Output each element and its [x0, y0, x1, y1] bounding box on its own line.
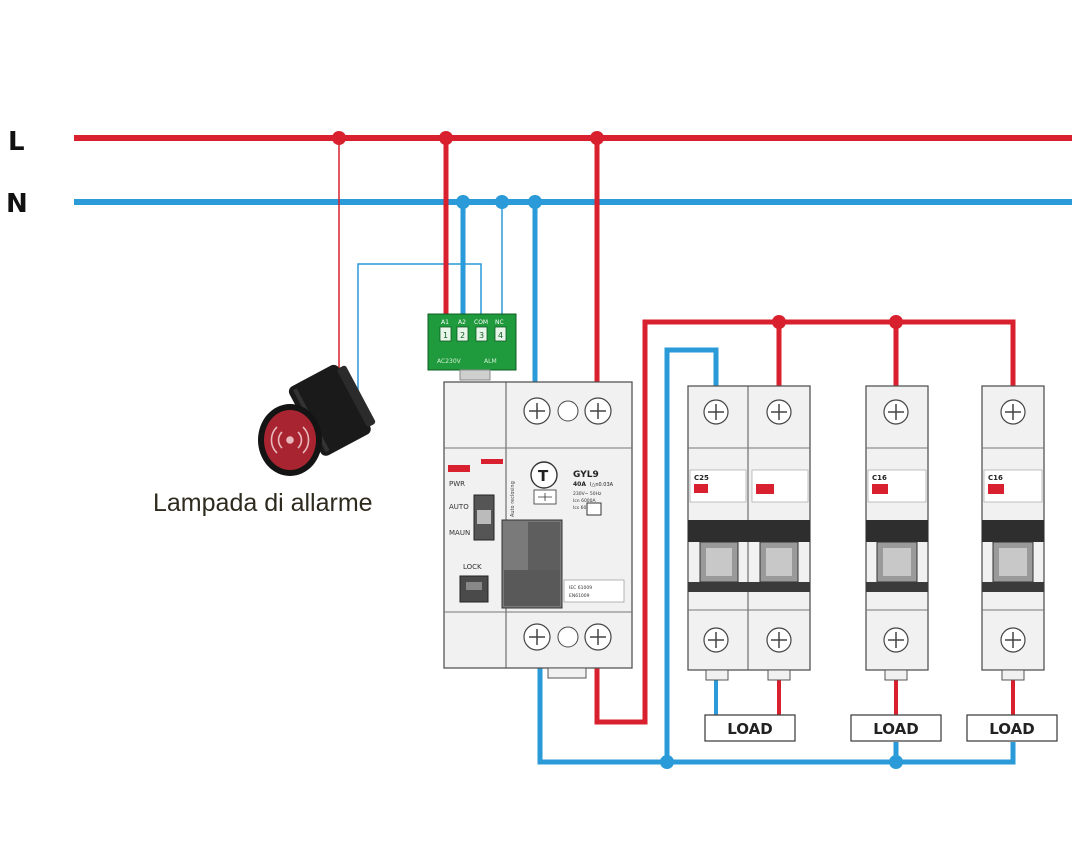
junction-dot [495, 195, 509, 209]
lock-label: LOCK [463, 563, 482, 571]
recloser-rating: 40A [573, 481, 586, 488]
load-box: LOAD [850, 714, 942, 742]
breaker-label: C16 [872, 474, 887, 482]
load-label: LOAD [989, 720, 1034, 738]
load-label: LOAD [727, 720, 772, 738]
pin-label: A1 [441, 319, 449, 326]
pin-number: 3 [479, 331, 484, 340]
junction-dot [660, 755, 674, 769]
terminal-2[interactable] [456, 326, 469, 342]
pin-label: NC [495, 319, 504, 326]
auto-recloser: PWR AUTO MAUN LOCK Auto reclosing T GYL9… [443, 381, 633, 679]
terminal-caption: AC230V [437, 358, 462, 365]
load-box: LOAD [704, 714, 796, 742]
junction-dot [439, 131, 453, 145]
terminal-block: A1 A2 COM NC 1 2 3 4 AC230V ALM [427, 313, 517, 381]
neutral-label: N [6, 189, 28, 219]
pin-number: 4 [498, 331, 503, 340]
junction-dot [528, 195, 542, 209]
logo-letter: T [538, 467, 549, 485]
test-button[interactable] [586, 502, 602, 516]
terminal-caption: ALM [484, 358, 497, 365]
pin-number: 1 [443, 331, 448, 340]
buzzer-icon [270, 426, 310, 454]
side-text: Auto reclosing [510, 481, 516, 517]
spec-bottom: EN61009 [569, 593, 590, 599]
terminal-4[interactable] [494, 326, 507, 342]
junction-dot [889, 755, 903, 769]
alarm-lamp [258, 364, 376, 476]
brand-logo [530, 461, 558, 489]
breaker-label: C16 [988, 474, 1003, 482]
junction-dot [590, 131, 604, 145]
spec-line: Ics 6000A [573, 505, 596, 511]
alarm-label: Lampada di allarme [153, 489, 373, 517]
junction-dot [456, 195, 470, 209]
spec-line: Icn 6000A [573, 498, 597, 504]
pin-label: A2 [458, 319, 466, 326]
pin-number: 2 [460, 331, 465, 340]
breaker-1pole: C16 [865, 385, 929, 681]
terminal-1[interactable] [439, 326, 452, 342]
spec-line: 230V~ 50Hz [573, 491, 602, 497]
breaker1-neutral-in [664, 347, 719, 762]
junction-dot [889, 315, 903, 329]
alarm-neutral-wire [357, 263, 482, 395]
auto-label: AUTO [449, 503, 469, 511]
manual-label: MAUN [449, 529, 470, 537]
pwr-label: PWR [449, 480, 465, 488]
junction-dot [332, 131, 346, 145]
spec-bottom: IEC 61009 [569, 585, 592, 591]
breaker-label: C25 [694, 474, 709, 482]
load-label: LOAD [873, 720, 918, 738]
recloser-line-out [594, 319, 1016, 725]
recloser-sensitivity: I△n0.03A [590, 482, 614, 488]
breaker-2pole: C25 [687, 385, 811, 681]
junction-dot [772, 315, 786, 329]
terminal-3[interactable] [475, 326, 488, 342]
indicator-hole [557, 400, 579, 422]
recloser-model: GYL9 [573, 470, 599, 480]
recloser-neutral-out [537, 650, 1016, 765]
breaker-1pole: C16 [981, 385, 1045, 681]
pin-label: COM [474, 319, 488, 326]
load-box: LOAD [966, 714, 1058, 742]
indicator-hole [557, 626, 579, 648]
line-label: L [8, 127, 25, 157]
